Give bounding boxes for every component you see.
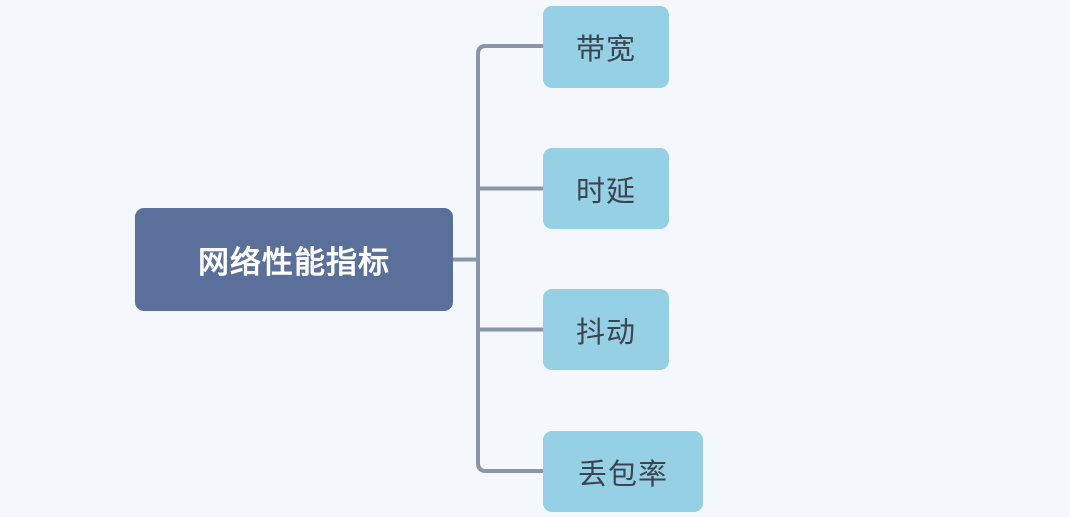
mindmap-child-label: 带宽 — [575, 32, 636, 66]
mindmap-child-label: 丢包率 — [577, 456, 668, 491]
mindmap-root-node[interactable]: 网络性能指标 — [135, 208, 453, 311]
mindmap-child-node-latency[interactable]: 时延 — [543, 148, 669, 229]
connector-branch-0 — [476, 44, 543, 55]
mindmap-child-label: 时延 — [575, 173, 636, 208]
mindmap-child-node-bandwidth[interactable]: 带宽 — [543, 6, 669, 88]
mindmap-root-label: 网络性能指标 — [198, 245, 390, 281]
mindmap-child-label: 抖动 — [575, 314, 636, 349]
mindmap-child-node-jitter[interactable]: 抖动 — [543, 289, 669, 370]
connector-branch-3 — [476, 462, 543, 473]
mindmap-child-node-packet-loss-rate[interactable]: 丢包率 — [543, 431, 703, 512]
